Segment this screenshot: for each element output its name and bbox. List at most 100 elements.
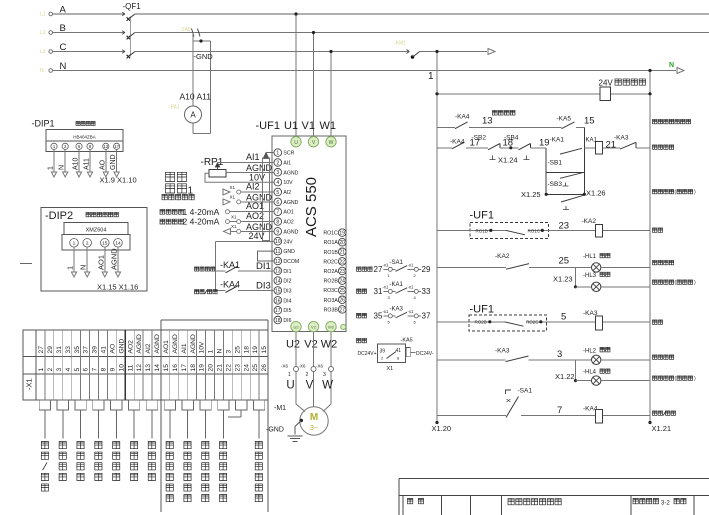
svg-text:-KA5: -KA5 bbox=[401, 338, 413, 344]
svg-text:5: 5 bbox=[561, 312, 566, 323]
svg-text:AO2: AO2 bbox=[127, 340, 134, 354]
svg-text:25: 25 bbox=[234, 346, 241, 354]
svg-text:13: 13 bbox=[275, 269, 281, 275]
svg-text:U2: U2 bbox=[293, 325, 299, 330]
svg-text:-KA2: -KA2 bbox=[582, 218, 597, 225]
svg-text:DC24V-: DC24V- bbox=[416, 351, 434, 357]
svg-text:A10 A11: A10 A11 bbox=[180, 92, 212, 102]
svg-text:-SA1: -SA1 bbox=[390, 260, 404, 266]
svg-text:-KA1: -KA1 bbox=[220, 260, 240, 270]
svg-text:20: 20 bbox=[339, 240, 345, 246]
svg-text:W1: W1 bbox=[320, 120, 337, 132]
svg-text:W2: W2 bbox=[328, 325, 335, 330]
svg-text:22: 22 bbox=[339, 259, 345, 265]
svg-text:-DIP1: -DIP1 bbox=[32, 119, 55, 129]
svg-text:24: 24 bbox=[243, 364, 250, 372]
svg-text:4: 4 bbox=[276, 180, 279, 186]
svg-text:21: 21 bbox=[339, 250, 345, 256]
svg-text:16: 16 bbox=[172, 364, 179, 372]
svg-text:GND: GND bbox=[118, 338, 125, 353]
svg-text:23: 23 bbox=[559, 221, 570, 232]
svg-text:A10: A10 bbox=[73, 157, 80, 170]
svg-text:4: 4 bbox=[65, 368, 72, 372]
svg-text:AGND: AGND bbox=[246, 222, 273, 232]
svg-text:DI2: DI2 bbox=[283, 279, 291, 285]
svg-text:18: 18 bbox=[275, 318, 281, 324]
svg-text:2: 2 bbox=[306, 372, 309, 378]
svg-text:X1.9 X1.10: X1.9 X1.10 bbox=[100, 176, 137, 185]
svg-text:AI1: AI1 bbox=[246, 152, 260, 162]
svg-text:-HL4: -HL4 bbox=[583, 370, 597, 376]
svg-text:1: 1 bbox=[208, 350, 215, 354]
svg-text:-1A0: -1A0 bbox=[180, 27, 191, 33]
svg-text:1: 1 bbox=[428, 71, 434, 82]
svg-text:-GND: -GND bbox=[266, 427, 284, 434]
svg-text:9: 9 bbox=[276, 229, 279, 235]
svg-text:U: U bbox=[294, 140, 298, 146]
svg-text:DI1: DI1 bbox=[283, 269, 291, 275]
svg-text:-KA1: -KA1 bbox=[390, 282, 404, 288]
svg-text:19: 19 bbox=[252, 346, 259, 354]
svg-text:AGND: AGND bbox=[283, 229, 298, 235]
svg-text:18: 18 bbox=[503, 137, 514, 148]
svg-text:26: 26 bbox=[261, 364, 268, 372]
svg-text:U1: U1 bbox=[284, 120, 298, 132]
svg-text:): ) bbox=[694, 376, 696, 382]
svg-text:A: A bbox=[60, 5, 67, 16]
svg-text:8: 8 bbox=[276, 219, 279, 225]
svg-text:DCOM: DCOM bbox=[283, 259, 299, 265]
svg-text:13: 13 bbox=[145, 364, 152, 372]
svg-text:GND: GND bbox=[110, 154, 117, 170]
svg-text:7: 7 bbox=[557, 405, 562, 416]
svg-text:11: 11 bbox=[127, 364, 134, 371]
svg-text:41: 41 bbox=[396, 348, 402, 354]
svg-text:3~: 3~ bbox=[310, 423, 319, 432]
svg-text:A11: A11 bbox=[84, 158, 91, 170]
svg-text:19: 19 bbox=[199, 364, 206, 372]
svg-text:SCR: SCR bbox=[283, 151, 294, 157]
svg-text:AGND: AGND bbox=[172, 334, 179, 353]
svg-text:AO2: AO2 bbox=[283, 220, 293, 226]
svg-text:-M1: -M1 bbox=[274, 405, 286, 412]
svg-text:U: U bbox=[286, 380, 294, 392]
svg-text:29: 29 bbox=[422, 265, 431, 274]
svg-text:-UF1: -UF1 bbox=[470, 304, 494, 316]
svg-text:33: 33 bbox=[65, 346, 72, 354]
svg-text:DI5: DI5 bbox=[283, 308, 291, 314]
svg-text:X1.22: X1.22 bbox=[555, 372, 575, 381]
svg-text:2 4-20mA: 2 4-20mA bbox=[183, 217, 220, 227]
svg-text:1: 1 bbox=[276, 151, 279, 157]
svg-text:HB404ZBA: HB404ZBA bbox=[73, 135, 96, 140]
svg-text:DI3: DI3 bbox=[256, 281, 271, 292]
svg-text:31: 31 bbox=[374, 287, 383, 296]
svg-text:27: 27 bbox=[374, 265, 383, 274]
svg-text:-KA4: -KA4 bbox=[450, 139, 465, 146]
svg-text:W: W bbox=[329, 140, 334, 146]
svg-text:W: W bbox=[322, 380, 333, 392]
svg-text:DC24V+: DC24V+ bbox=[358, 351, 377, 357]
svg-text:(: ( bbox=[675, 376, 677, 382]
svg-text:DI1: DI1 bbox=[256, 261, 271, 272]
svg-text:15: 15 bbox=[584, 116, 595, 127]
svg-text:3: 3 bbox=[557, 349, 562, 360]
svg-text:AGND: AGND bbox=[110, 248, 119, 270]
svg-text:4: 4 bbox=[414, 295, 417, 300]
svg-text:AGND: AGND bbox=[154, 334, 161, 353]
svg-text:-KA4: -KA4 bbox=[220, 280, 240, 290]
svg-text:AGND: AGND bbox=[246, 193, 273, 203]
svg-text:-KA3: -KA3 bbox=[495, 348, 510, 355]
svg-text:39: 39 bbox=[380, 349, 386, 355]
svg-text:5: 5 bbox=[74, 368, 81, 372]
svg-text:8: 8 bbox=[101, 368, 108, 372]
svg-text:20: 20 bbox=[208, 364, 215, 372]
svg-text:-UF1: -UF1 bbox=[470, 210, 494, 222]
svg-text:RO2B: RO2B bbox=[324, 279, 339, 285]
svg-text:25: 25 bbox=[339, 288, 345, 294]
svg-text:): ) bbox=[694, 190, 696, 196]
svg-text:RO3C: RO3C bbox=[323, 288, 338, 294]
svg-text:13: 13 bbox=[482, 116, 493, 127]
svg-text:21: 21 bbox=[606, 140, 617, 151]
svg-text:22: 22 bbox=[225, 364, 232, 372]
svg-text:AI1: AI1 bbox=[181, 343, 188, 353]
svg-text:17: 17 bbox=[114, 144, 119, 149]
